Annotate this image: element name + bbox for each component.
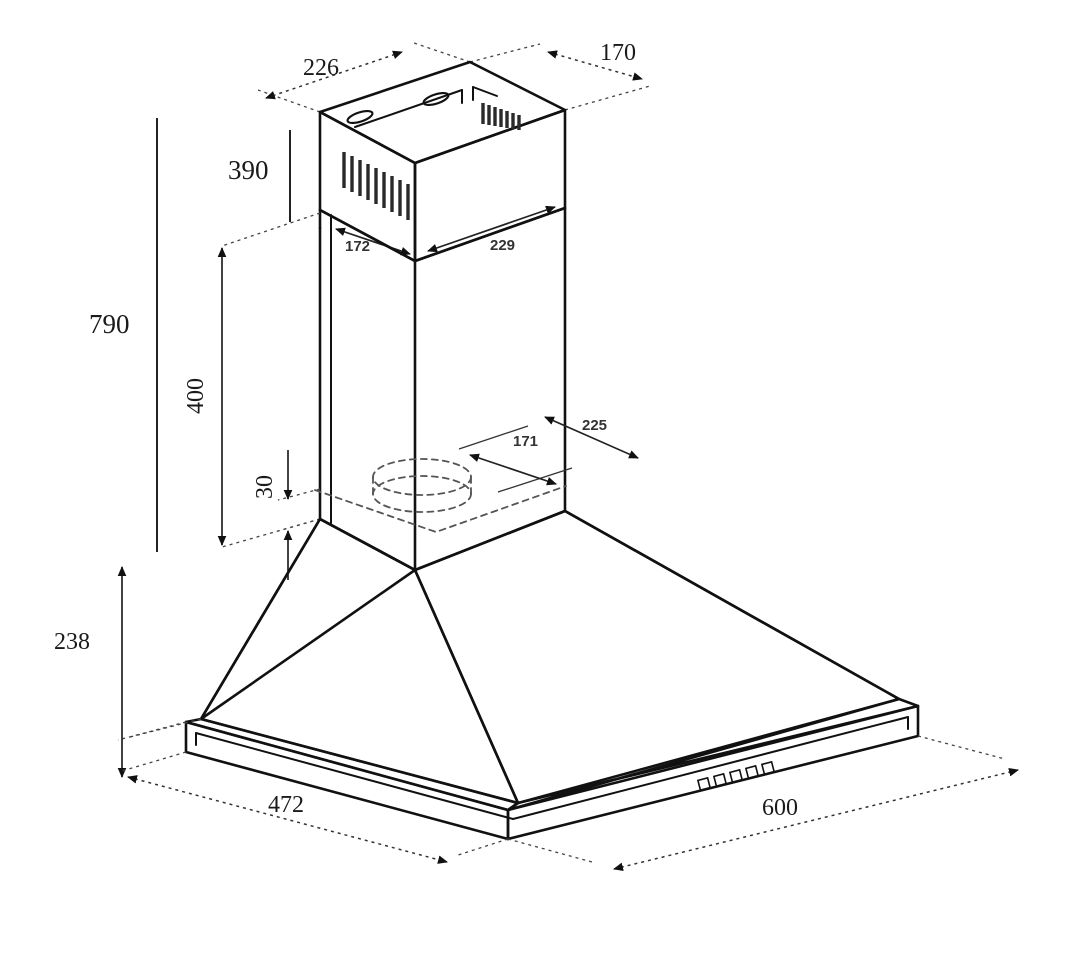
control-button-3[interactable] [728,768,744,784]
dimension-label-790: 790 [89,309,130,339]
dimension-label-238: 238 [54,629,90,655]
hood-base-rim [184,697,920,841]
dimension-label-172: 172 [345,238,370,255]
canopy-top-plate-hidden [314,485,567,533]
dimension-170 [469,43,651,111]
vent-slots-inner-rear [481,103,521,130]
dimension-30 [277,450,321,580]
dimension-238 [117,566,202,778]
chimney-lower-column [318,206,567,572]
dimension-172 [335,227,411,256]
dimension-472 [121,751,509,864]
dimension-label-30: 30 [252,475,278,499]
keyhole-slots [346,92,450,124]
dimension-label-600: 600 [762,795,798,821]
dimension-label-390: 390 [228,155,269,185]
control-button-1[interactable] [696,776,712,792]
control-button-5[interactable] [760,760,776,776]
duct-collar [372,458,472,513]
dimension-226 [257,42,471,113]
keyhole-slot-1 [346,110,374,124]
dimension-229 [427,205,556,253]
control-button-4[interactable] [744,764,760,780]
dimension-label-229: 229 [490,237,515,254]
dimension-label-225: 225 [582,417,607,434]
dimension-171 [458,425,573,493]
dimension-label-170: 170 [600,40,636,66]
control-button-2[interactable] [712,772,728,788]
dimension-label-400: 400 [183,378,209,414]
hood-canopy [199,509,901,805]
keyhole-slot-2 [422,92,450,106]
dimension-600 [507,735,1019,872]
dimension-label-226: 226 [303,55,339,81]
dimension-label-171: 171 [513,433,538,450]
dimension-225 [544,416,639,459]
dimension-label-472: 472 [268,792,304,818]
vent-slots-left-face [342,152,410,220]
